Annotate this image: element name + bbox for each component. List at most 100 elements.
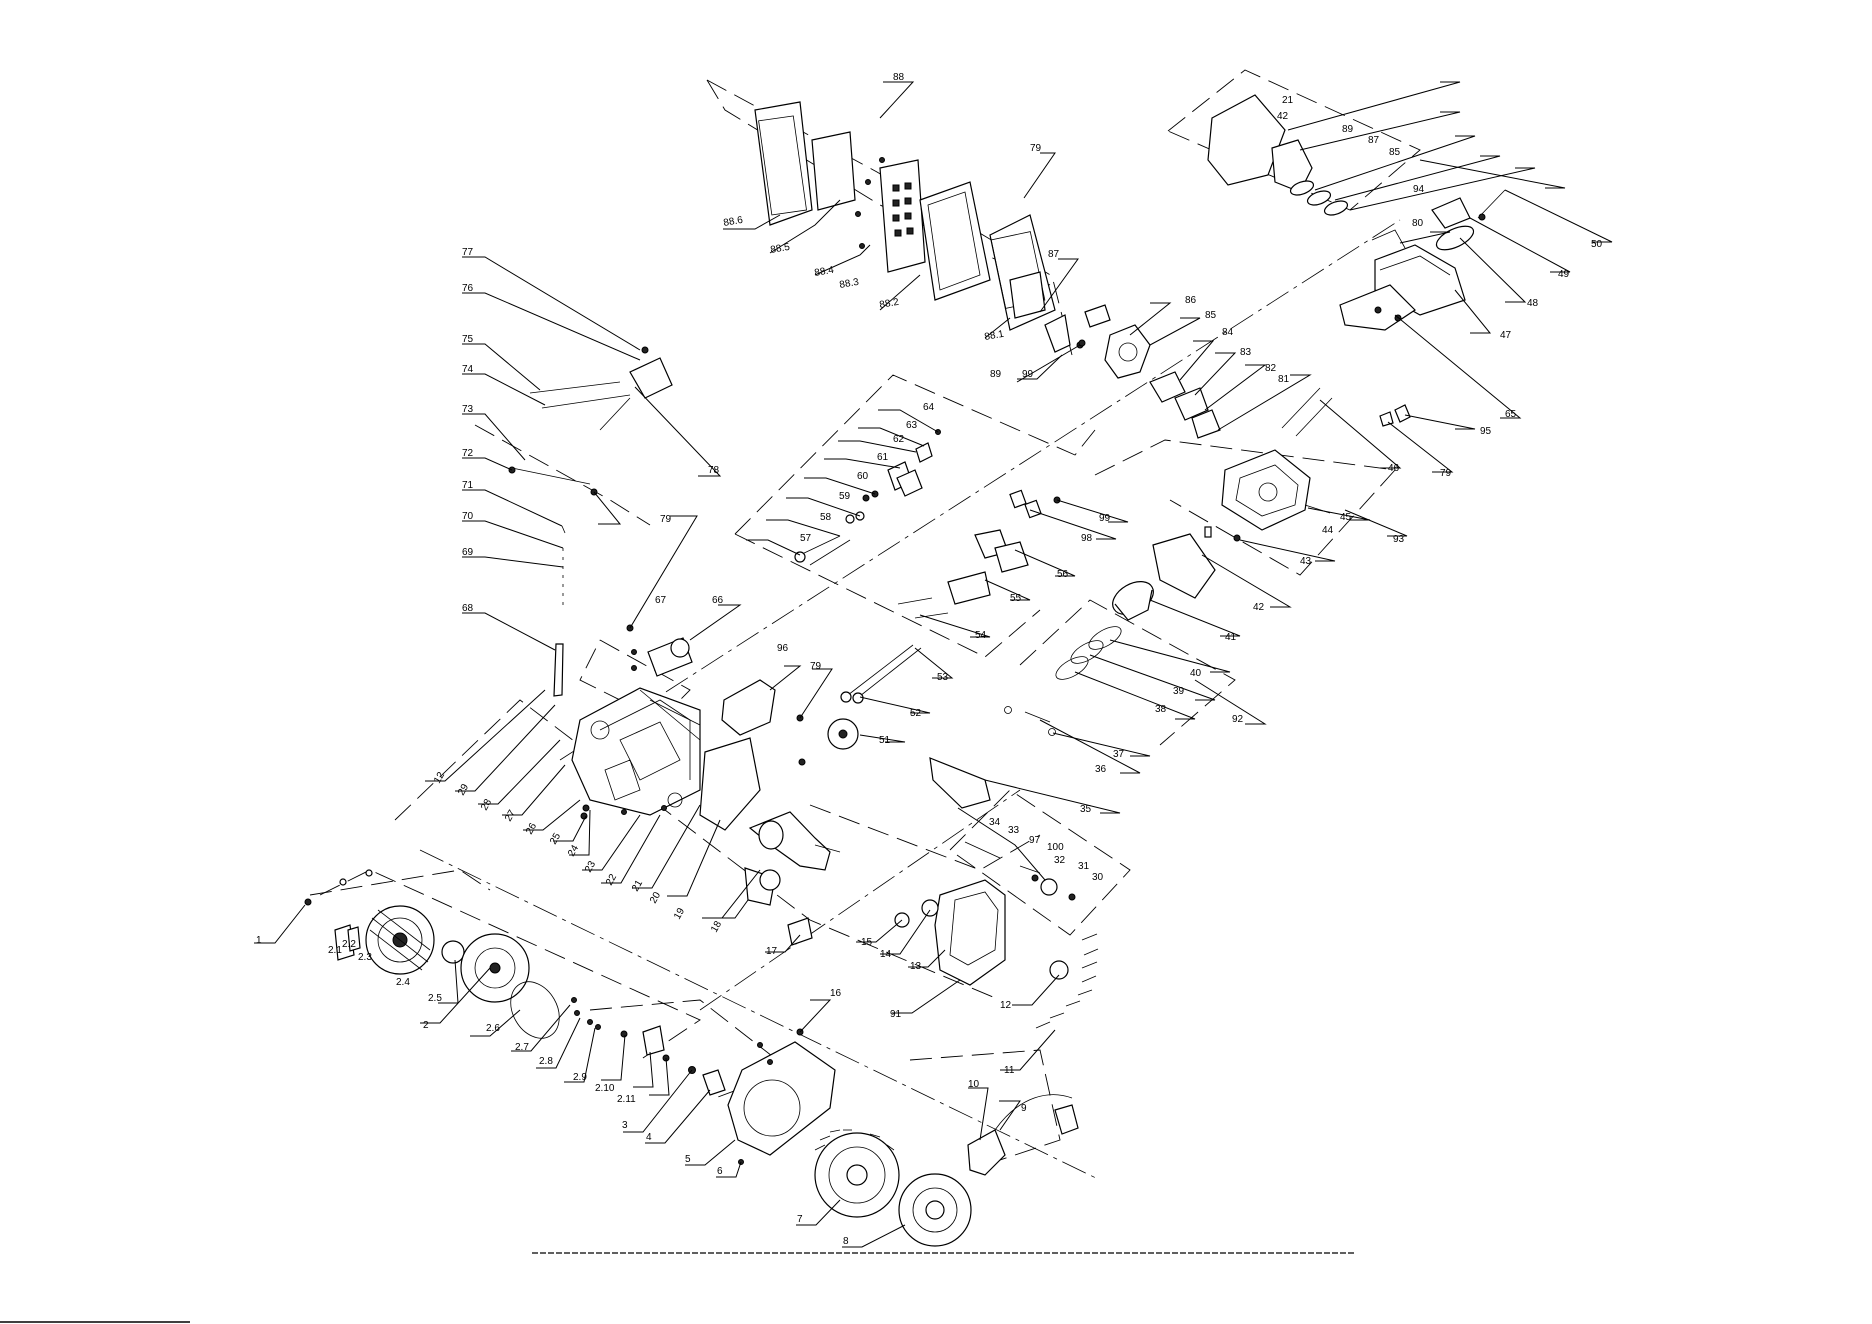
callout-92: 92 [1232,714,1244,725]
callout-58: 58 [820,512,832,523]
callout-89: 89 [990,369,1002,380]
callout-5: 5 [685,1154,691,1165]
callout-81: 81 [1278,374,1290,385]
bearing-14 [921,899,939,917]
bracket-17 [787,917,813,946]
breather-cover-96 [721,679,806,766]
bolt-77 [641,346,649,354]
callout-10: 10 [968,1079,980,1090]
push-rod-54 [897,597,933,605]
choke-lever-89 [1044,314,1086,353]
gasket-48 [1435,225,1475,251]
rocker-arms [897,489,1061,619]
bolt-53 [847,644,914,696]
piston-pin-36 [1024,711,1051,723]
callout-63: 63 [906,420,918,431]
callout-52: 52 [910,708,922,719]
fan-cover-5 [727,1028,836,1165]
crankcase-block [571,687,701,820]
callout-53: 53 [937,672,949,683]
callout-6: 6 [717,1166,723,1177]
callout-2-2: 2.2 [342,939,356,950]
callout-51: 51 [879,735,891,746]
callout-88-3: 88.3 [839,277,861,291]
callout-15: 15 [861,937,873,948]
assembly-axis-lines [419,219,1401,1181]
muffler-assembly [1339,189,1506,427]
callout-70: 70 [462,511,474,522]
circlip-37 [1048,728,1056,736]
cylinder-head-93-outline [1094,439,1396,576]
crankcase-gasket-21 [699,737,761,831]
leader-lines [254,81,1613,1248]
callout-93: 93 [1393,534,1405,545]
callout-79-c: 79 [1440,468,1452,479]
callout-23: 23 [583,859,598,875]
callout-9: 9 [1021,1103,1027,1114]
dowel-43 [1204,526,1212,538]
rod-74 [541,394,631,409]
head-gasket-42 [1152,533,1216,599]
callout-59: 59 [839,491,851,502]
crankcase [571,687,701,816]
spring-retainer-62 [915,442,933,463]
callout-88-1: 88.1 [984,329,1006,343]
callout-56: 56 [1057,569,1069,580]
camshaft-18 [744,867,781,906]
connecting-rod-35 [929,757,991,809]
callout-79-b: 79 [660,514,672,525]
callout-28: 28 [479,797,494,813]
callout-72: 72 [462,448,474,459]
gasket-kit-94 [1207,94,1349,216]
callout-2-5: 2.5 [428,993,442,1004]
ignition-coil [967,1094,1079,1176]
callout-66: 66 [712,595,724,606]
callout-49: 49 [1558,269,1570,280]
callout-34: 34 [989,817,1001,828]
callout-94: 94 [1413,184,1425,195]
lever-68 [553,643,564,697]
callout-78: 78 [708,465,720,476]
callout-88-2: 88.2 [879,297,901,311]
callout-77: 77 [462,247,474,258]
callout-18: 18 [709,919,724,935]
governor-assembly [964,841,1076,901]
callout-labels: 88 79 87 99 89 88.6 88.5 88.4 88.3 88.2 … [256,72,1603,1247]
spark-plug-lead-10 [994,1094,1073,1131]
callout-33: 33 [1008,825,1020,836]
callout-12-b: 12 [1000,1000,1012,1011]
drain-plug-25 [580,812,588,820]
oil-seal-and-bolts [1035,933,1099,1029]
callout-85-b: 85 [1389,147,1401,158]
part-drawings [304,94,1506,1247]
callout-50: 50 [1591,239,1603,250]
callout-79: 79 [1030,143,1042,154]
callout-36: 36 [1095,764,1107,775]
callout-25: 25 [548,831,563,847]
air-filter-element-88-5 [811,131,856,211]
callout-11: 11 [1004,1065,1015,1076]
insulator-85 [1149,371,1186,403]
oil-seal-20 [667,792,683,808]
callout-95: 95 [1480,426,1492,437]
callout-2-9: 2.9 [573,1072,587,1083]
callout-27: 27 [503,808,518,824]
callout-69: 69 [462,547,474,558]
rod-75 [529,381,621,394]
callout-20: 20 [648,890,663,906]
callout-38: 38 [1155,704,1167,715]
callout-8: 8 [843,1236,849,1247]
callout-46: 46 [1388,463,1400,474]
callout-24: 24 [566,843,581,859]
throttle-linkage-outline [474,424,651,526]
callout-42: 42 [1253,602,1265,613]
ring-39 [1070,640,1104,664]
callout-2-11: 2.11 [617,1094,636,1105]
callout-14: 14 [880,949,892,960]
callout-45: 45 [1340,512,1352,523]
callout-12: 12 [432,770,447,786]
spring-78 [599,397,631,431]
callout-88-6: 88.6 [723,215,745,229]
head-bolts-and-gear [827,644,922,750]
